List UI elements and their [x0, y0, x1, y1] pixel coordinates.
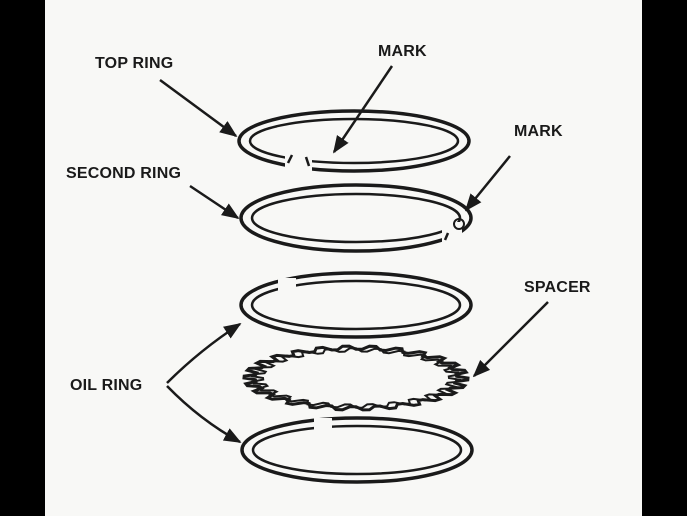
label-top-ring: TOP RING	[95, 55, 173, 72]
label-spacer: SPACER	[524, 279, 591, 296]
oil-ring-arrow-up	[166, 322, 242, 384]
mark-2-arrow	[464, 155, 511, 212]
oil-ring-lower-rail	[240, 416, 474, 484]
label-mark-1: MARK	[378, 43, 427, 60]
second-ring	[239, 183, 473, 253]
label-second-ring: SECOND RING	[66, 165, 181, 182]
second-ring-arrow	[189, 184, 240, 220]
diagram-panel	[45, 0, 642, 516]
second-ring-mark-dot	[453, 218, 465, 230]
label-oil-ring: OIL RING	[70, 377, 142, 394]
oil-ring-upper-rail	[239, 271, 473, 339]
spacer-ring	[242, 344, 470, 412]
oil-ring-arrow-down	[166, 385, 242, 444]
top-ring	[237, 109, 471, 173]
leader-arrows	[159, 65, 549, 444]
label-mark-2: MARK	[514, 123, 563, 140]
spacer-arrow	[472, 301, 549, 378]
mark-1-arrow	[332, 65, 394, 154]
top-ring-arrow	[159, 78, 238, 138]
